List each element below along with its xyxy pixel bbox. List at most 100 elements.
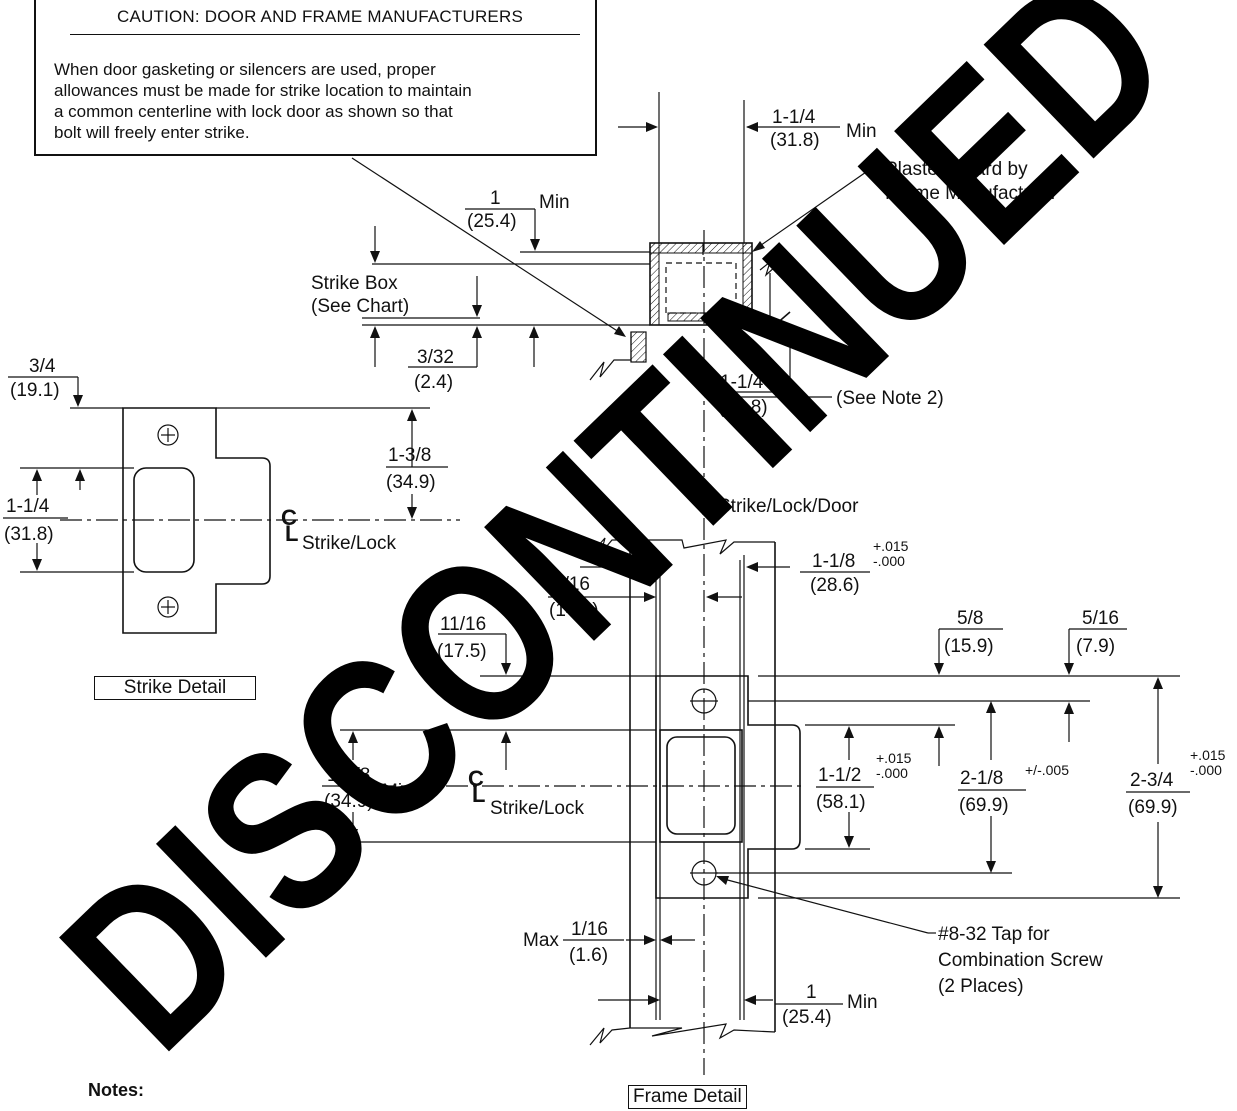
dim-2-1-8-tol: +/-.005 bbox=[1025, 762, 1069, 778]
arrowhead bbox=[706, 592, 718, 602]
arrowhead bbox=[529, 326, 539, 338]
centerline-symbol-sub: L bbox=[285, 521, 298, 546]
caution-body: When door gasketing or silencers are use… bbox=[54, 59, 594, 143]
arrowhead bbox=[986, 861, 996, 873]
arrowhead bbox=[501, 731, 511, 743]
dim-2-3-4-tol-minus: -.000 bbox=[1190, 762, 1222, 778]
arrowhead bbox=[1064, 663, 1074, 675]
arrowhead bbox=[407, 507, 417, 519]
tap-note-line3: (2 Places) bbox=[938, 976, 1024, 997]
dim-1-3-8-num: 1-3/8 bbox=[388, 445, 431, 466]
caution-leader-line bbox=[351, 157, 623, 335]
arrowhead bbox=[660, 935, 672, 945]
arrowhead bbox=[648, 562, 660, 572]
dim-2-3-4-mm: (69.9) bbox=[1128, 797, 1178, 818]
arrowhead bbox=[73, 395, 83, 407]
frame-bottom-break bbox=[589, 1023, 776, 1046]
dim-11-16-mm: (17.5) bbox=[437, 641, 487, 662]
dim-5-16-num: 5/16 bbox=[1082, 608, 1119, 629]
arrowhead bbox=[934, 726, 944, 738]
dim-2-3-4-num: 2-3/4 bbox=[1130, 770, 1174, 791]
dim-max-1-16-num: 1/16 bbox=[571, 919, 608, 940]
arrowhead bbox=[746, 122, 758, 132]
arrowhead bbox=[646, 122, 658, 132]
arrowhead bbox=[370, 326, 380, 338]
arrowhead bbox=[986, 701, 996, 713]
arrowhead bbox=[1064, 702, 1074, 714]
dim-1-1-4-num: 1-1/4 bbox=[6, 496, 50, 517]
top-section: 1-1/4 (31.8) Min Plaster Guard by Frame … bbox=[311, 92, 1058, 1075]
arrowhead bbox=[752, 241, 765, 252]
dim-2-3-4-tol-plus: +.015 bbox=[1190, 747, 1226, 763]
centerline-label-top: Strike/Lock/Door bbox=[718, 496, 859, 517]
bolt-hidden-outline bbox=[665, 262, 737, 314]
caution-line: allowances must be made for strike locat… bbox=[54, 81, 472, 100]
frame-jamb-profile bbox=[752, 311, 791, 326]
dim-1-1-4-min-num: 1-1/4 bbox=[772, 107, 816, 128]
centerline-symbol-sub: L bbox=[472, 782, 485, 807]
dim-1-3-8-min-num: 1-3/8 bbox=[327, 765, 370, 786]
dim-3-4-mm: (19.1) bbox=[10, 380, 60, 401]
caution-title-rule bbox=[70, 34, 580, 35]
dim-1-1-4-min-mm: (31.8) bbox=[770, 130, 820, 151]
frame-centerline-label: Strike/Lock bbox=[490, 798, 584, 819]
dim-1-min-bottom-suffix: Min bbox=[847, 992, 878, 1013]
dim-1-1-2-tol-minus: -.000 bbox=[876, 765, 908, 781]
arrowhead bbox=[746, 562, 758, 572]
arrowhead bbox=[32, 469, 42, 481]
strike-box-label-line2: (See Chart) bbox=[311, 296, 409, 317]
arrowhead bbox=[648, 995, 660, 1005]
arrowhead bbox=[704, 392, 716, 402]
arrowhead bbox=[934, 663, 944, 675]
break-line bbox=[759, 260, 777, 277]
dim-9-16-num: 9/16 bbox=[553, 574, 590, 595]
caution-line: a common centerline with lock door as sh… bbox=[54, 102, 453, 121]
screw-hole-top bbox=[157, 424, 179, 446]
dim-3-32-num: 3/32 bbox=[417, 347, 454, 368]
dim-1-3-8-mm: (34.9) bbox=[386, 472, 436, 493]
caution-title: CAUTION: DOOR AND FRAME MANUFACTURERS bbox=[117, 7, 523, 26]
caution-line: When door gasketing or silencers are use… bbox=[54, 60, 436, 79]
dim-1-3-8-min-mm: (34.9) bbox=[324, 791, 374, 812]
dim-2-1-8-mm: (69.9) bbox=[959, 795, 1009, 816]
dim-1-1-8-num: 1-1/8 bbox=[812, 551, 855, 572]
arrowhead bbox=[75, 469, 85, 481]
arrowhead bbox=[1153, 677, 1163, 689]
arrowhead bbox=[614, 326, 626, 337]
arrowhead bbox=[348, 731, 358, 743]
strike-plate-outline bbox=[122, 407, 271, 634]
dim-1-1-2-mm: (58.1) bbox=[816, 792, 866, 813]
strike-box-right-wall bbox=[742, 242, 753, 326]
dim-1-3-8-min-suffix: Min bbox=[382, 781, 413, 802]
plaster-guard-label-line2: Frame Manufacturer bbox=[885, 183, 1058, 204]
dim-1-1-4-note-num: 1-1/4 bbox=[720, 372, 764, 393]
dim-1-min-num: 1 bbox=[490, 188, 501, 209]
dim-1-1-8-tol-plus: +.015 bbox=[873, 538, 909, 554]
dim-3-4-num: 3/4 bbox=[29, 356, 56, 377]
dim-1-1-8-mm: (28.6) bbox=[810, 575, 860, 596]
arrowhead bbox=[472, 326, 482, 338]
dim-2-1-8-num: 2-1/8 bbox=[960, 768, 1003, 789]
dim-max-prefix: Max bbox=[523, 930, 559, 951]
arrowhead bbox=[716, 876, 729, 885]
dim-1-min-suffix: Min bbox=[539, 192, 570, 213]
door-silencer bbox=[630, 331, 647, 363]
dim-1-1-2-tol-plus: +.015 bbox=[876, 750, 912, 766]
arrowhead bbox=[32, 559, 42, 571]
dim-3-32-mm: (2.4) bbox=[414, 372, 453, 393]
break-line bbox=[589, 359, 631, 381]
strike-box-top-wall bbox=[649, 242, 753, 254]
dim-1-min-bottom-mm: (25.4) bbox=[782, 1007, 832, 1028]
frame-detail-title: Frame Detail bbox=[628, 1085, 747, 1109]
arrowhead bbox=[370, 251, 380, 263]
dim-1-min-mm: (25.4) bbox=[467, 211, 517, 232]
leader-line bbox=[719, 877, 929, 934]
arrowhead bbox=[644, 935, 656, 945]
dim-1-1-4-min-suffix: Min bbox=[846, 121, 877, 142]
arrowhead bbox=[644, 592, 656, 602]
dim-1-1-2-num: 1-1/2 bbox=[818, 765, 861, 786]
tap-note-line1: #8-32 Tap for bbox=[938, 924, 1050, 945]
dim-see-note-2: (See Note 2) bbox=[836, 388, 944, 409]
arrowhead bbox=[844, 726, 854, 738]
leader-line bbox=[753, 169, 883, 251]
